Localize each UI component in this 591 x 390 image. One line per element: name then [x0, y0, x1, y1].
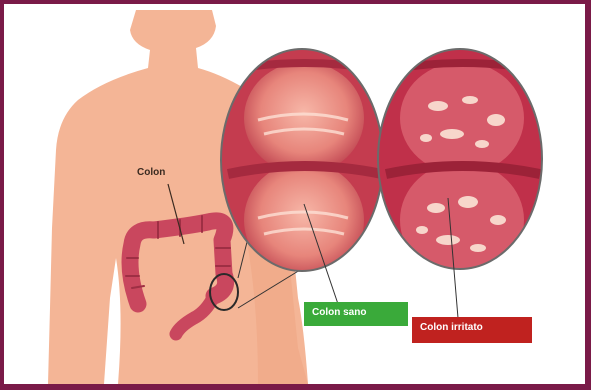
colon-label: Colon: [137, 167, 165, 178]
irritated-colon-tag: Colon irritato: [412, 317, 532, 343]
healthy-colon-tag: Colon sano: [304, 302, 408, 326]
